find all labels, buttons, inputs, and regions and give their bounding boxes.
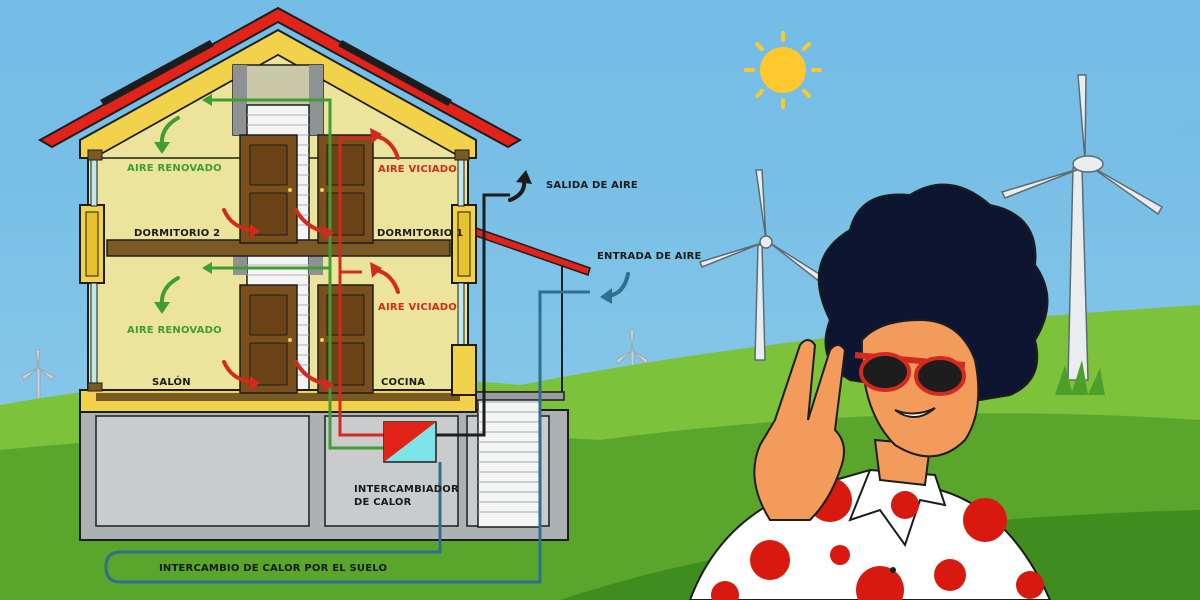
solar-panel-right	[338, 40, 452, 106]
fresh-air-outlet-icon	[202, 94, 212, 274]
person-illustration	[688, 183, 1052, 600]
label-intercambiador-line2: DE CALOR	[354, 497, 412, 508]
label-aire-viciado-bottom: AIRE VICIADO	[378, 302, 457, 313]
label-entrada-de-aire: ENTRADA DE AIRE	[597, 251, 702, 262]
window-right-lower	[451, 344, 477, 396]
grass-tuft	[1055, 360, 1105, 395]
wind-turbine-middle	[699, 169, 826, 361]
peace-hand	[753, 339, 847, 521]
label-salon: SALÓN	[152, 377, 191, 388]
label-dormitorio-2: DORMITORIO 2	[134, 228, 221, 239]
fresh-air-duct	[210, 98, 388, 450]
exhaust-duct	[436, 193, 510, 437]
wind-turbine-right	[1000, 74, 1164, 381]
door-cocina	[317, 284, 374, 394]
label-aire-renovado-top: AIRE RENOVADO	[127, 163, 222, 174]
intake-arrow-icon	[600, 272, 630, 304]
basement-stairs	[477, 391, 541, 528]
ground-loop-duct	[104, 290, 590, 584]
stale-air-duct	[338, 136, 388, 437]
label-aire-renovado-bottom: AIRE RENOVADO	[127, 325, 222, 336]
label-aire-viciado-top: AIRE VICIADO	[378, 164, 457, 175]
solar-panel-left	[100, 40, 214, 106]
door-salon	[239, 284, 298, 394]
roof	[37, 6, 523, 149]
door-dormitorio-2	[239, 134, 298, 244]
house	[37, 6, 591, 541]
label-salida-de-aire: SALIDA DE AIRE	[546, 180, 638, 191]
label-dormitorio-1: DORMITORIO 1	[377, 228, 464, 239]
side-awning	[475, 226, 591, 276]
exhaust-arrow-icon	[508, 170, 532, 202]
fresh-air-arrowhead-icon	[154, 142, 170, 314]
sun-icon	[744, 31, 822, 109]
label-intercambio-suelo: INTERCAMBIO DE CALOR POR EL SUELO	[159, 563, 388, 574]
sunglasses-icon	[854, 352, 966, 396]
door-dormitorio-1	[317, 134, 374, 244]
label-intercambiador-line1: INTERCAMBIADOR	[354, 484, 459, 495]
stale-air-arrowhead-icon	[250, 128, 382, 392]
distant-turbine-left	[21, 349, 55, 409]
label-cocina: COCINA	[381, 377, 426, 388]
heat-exchanger-icon	[383, 421, 437, 463]
